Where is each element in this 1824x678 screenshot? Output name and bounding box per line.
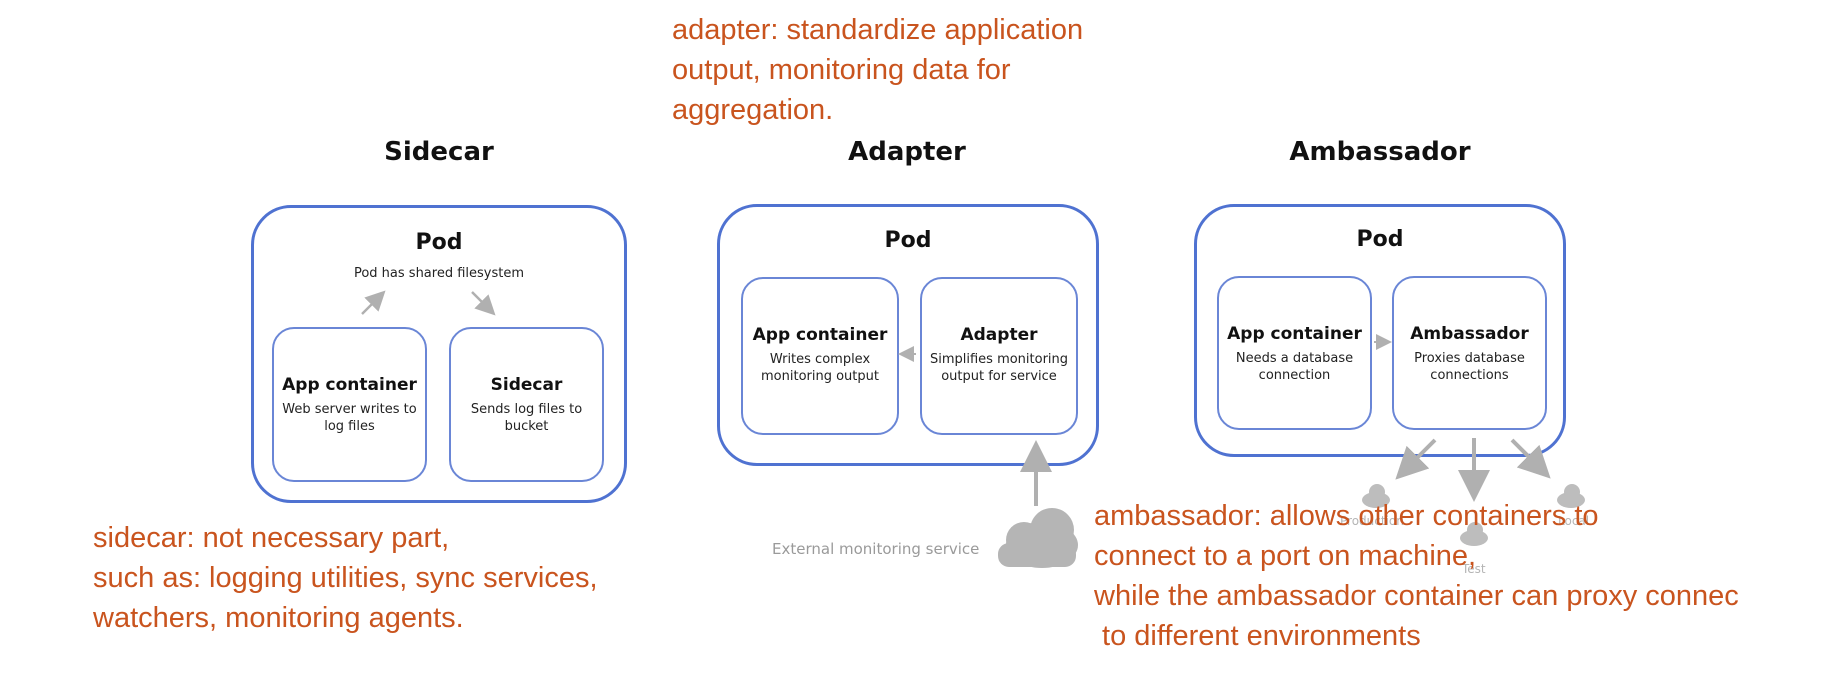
box-title: Ambassador (1410, 324, 1529, 344)
pod-title: Pod (884, 228, 932, 253)
box-desc: Writes complex monitoring output (761, 352, 879, 384)
env-label-test: Test (1462, 562, 1486, 576)
adapter-note-line: aggregation. (672, 94, 834, 126)
cloud-icon (1460, 522, 1488, 546)
sidecar-pod: Pod Pod has shared filesystem App contai… (251, 205, 627, 503)
sidecar-note: sidecar: not necessary part, such as: lo… (93, 518, 598, 638)
adapter-container-box: Adapter Simplifies monitoring output for… (920, 277, 1078, 435)
ambassador-container-box: Ambassador Proxies database connections (1392, 276, 1547, 430)
sidecar-note-line: such as: logging utilities, sync service… (93, 562, 598, 594)
box-title: Adapter (960, 325, 1038, 345)
adapter-note-line: adapter: standardize application (672, 14, 1084, 46)
cloud-icon (1557, 484, 1585, 508)
adapter-pod: Pod App container Writes complex monitor… (717, 204, 1099, 466)
sidecar-note-line: sidecar: not necessary part, (93, 522, 450, 554)
ambassador-note-line: to different environments (1094, 620, 1421, 652)
adapter-note-line: output, monitoring data for (672, 54, 1011, 86)
ambassador-note: ambassador: allows other containers to c… (1094, 496, 1739, 656)
write-arrow (361, 290, 386, 315)
ambassador-note-line: connect to a port on machine, (1094, 540, 1477, 572)
sidecar-title: Sidecar (384, 137, 494, 167)
app-container-box: App container Writes complex monitoring … (741, 277, 899, 435)
sidecar-note-line: watchers, monitoring agents. (93, 602, 464, 634)
box-title: App container (282, 375, 417, 395)
external-monitoring-label: External monitoring service (772, 540, 980, 558)
local-arrow (1510, 438, 1551, 479)
ambassador-note-line: while the ambassador container can proxy… (1094, 580, 1739, 612)
env-label-production: Production (1340, 514, 1404, 528)
env-label-local: Local (1558, 514, 1590, 528)
box-desc: Proxies database connections (1414, 351, 1525, 383)
ambassador-note-line: ambassador: allows other containers to (1094, 500, 1599, 532)
box-desc: Simplifies monitoring output for service (929, 352, 1069, 384)
production-arrow (1395, 438, 1437, 480)
ambassador-title: Ambassador (1289, 137, 1471, 167)
ambassador-pod: Pod App container Needs a database conne… (1194, 204, 1566, 457)
box-desc: Needs a database connection (1235, 351, 1354, 383)
app-container-box: App container Web server writes to log f… (272, 327, 427, 482)
cloud-icon (1362, 484, 1390, 508)
pod-title: Pod (415, 230, 463, 255)
adapter-title: Adapter (848, 137, 966, 167)
pod-title: Pod (1356, 227, 1404, 252)
pod-subtitle: Pod has shared filesystem (353, 266, 525, 281)
cloud-icon (998, 508, 1078, 568)
box-title: App container (752, 325, 888, 345)
box-title: Sidecar (490, 375, 563, 395)
app-container-box: App container Needs a database connectio… (1217, 276, 1372, 430)
box-title: App container (1227, 324, 1362, 344)
box-desc: Sends log files to bucket (470, 402, 583, 434)
adapter-note: adapter: standardize application output,… (672, 10, 1083, 130)
read-arrow (471, 291, 496, 316)
sidecar-container-box: Sidecar Sends log files to bucket (449, 327, 604, 482)
box-desc: Web server writes to log files (282, 402, 417, 434)
